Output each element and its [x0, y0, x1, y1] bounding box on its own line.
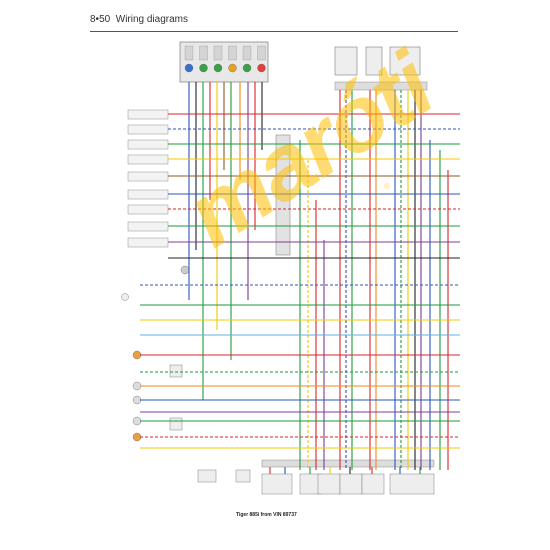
lamp-housing — [257, 45, 266, 61]
lamp-housing — [228, 45, 237, 61]
switch-box — [317, 473, 341, 495]
connector-block — [127, 171, 169, 182]
sensor — [121, 293, 129, 301]
switch-box — [261, 473, 293, 495]
connector-block — [127, 139, 169, 150]
headlight-switch — [197, 469, 217, 483]
bulb — [132, 432, 142, 442]
diagram-caption: Tiger 885i from VIN 89737 — [236, 512, 297, 518]
warning-lamp — [242, 63, 252, 73]
lamp-housing — [184, 45, 194, 61]
bottom-components — [261, 473, 435, 495]
connector-block — [127, 237, 169, 248]
bulb — [132, 395, 142, 405]
lamp-housing — [213, 45, 223, 61]
central-connector — [275, 134, 291, 256]
connector-block — [127, 124, 169, 135]
warning-lamp — [213, 63, 223, 73]
connector-block — [127, 204, 169, 215]
warning-lamp — [199, 63, 208, 73]
switch-box — [389, 473, 435, 495]
horn-switch — [235, 469, 251, 483]
left-components — [121, 109, 251, 483]
relay — [169, 364, 183, 378]
switch-box — [339, 473, 363, 495]
page-title: Wiring diagrams — [115, 14, 188, 25]
page-ref: 8•50 — [90, 14, 111, 25]
switch-box — [361, 473, 385, 495]
warning-lamp — [257, 63, 266, 73]
relay — [169, 417, 183, 431]
top-connector — [334, 81, 428, 91]
instrument-panel — [179, 41, 269, 83]
bulb — [132, 381, 142, 391]
lamp-housing — [199, 45, 208, 61]
lamp-housing — [242, 45, 252, 61]
connector-block — [127, 189, 169, 200]
warning-lamp — [228, 63, 237, 73]
page-header: 8•50 Wiring diagrams — [90, 14, 188, 25]
connector-block — [127, 109, 169, 120]
bulb — [132, 416, 142, 426]
bulb — [132, 350, 142, 360]
connector-block — [127, 154, 169, 165]
lighting-box — [389, 46, 421, 76]
switch-box-2 — [365, 46, 383, 76]
warning-lamp-group — [184, 45, 266, 73]
header-rule — [90, 31, 458, 32]
watermark-registered-mark: ® — [384, 182, 390, 191]
wire-group — [140, 82, 460, 474]
bottom-connector — [261, 459, 435, 468]
connector-block — [127, 221, 169, 232]
switch-box-1 — [334, 46, 358, 76]
warning-lamp — [184, 63, 194, 73]
horn — [180, 265, 190, 275]
